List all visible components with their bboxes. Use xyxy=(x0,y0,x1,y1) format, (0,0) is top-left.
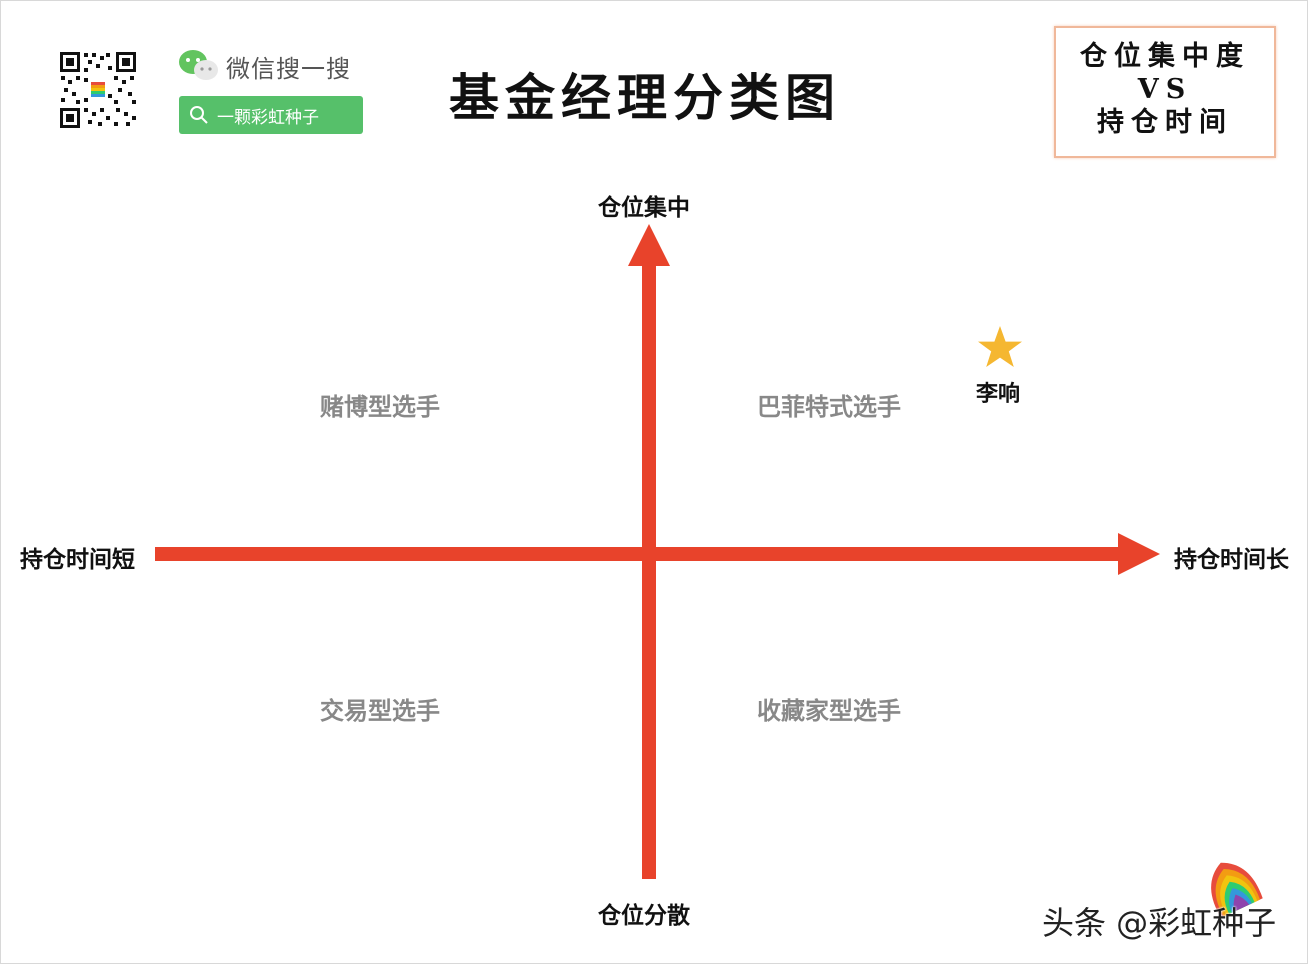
quadrant-bottom-left: 交易型选手 xyxy=(320,696,440,725)
quadrant-top-left: 赌博型选手 xyxy=(320,392,440,421)
wechat-search-brand: 微信搜一搜 xyxy=(178,48,351,84)
axis-label-top: 仓位集中 xyxy=(598,194,690,221)
watermark-text: 头条 @彩虹种子 xyxy=(1042,904,1277,942)
axis-label-left: 持仓时间短 xyxy=(20,546,135,573)
legend-line-3: 持仓时间 xyxy=(1097,107,1233,138)
page-title: 基金经理分类图 xyxy=(449,68,841,127)
wechat-search-text: 微信搜一搜 xyxy=(226,54,351,83)
quadrant-top-right: 巴菲特式选手 xyxy=(757,392,901,421)
search-query-text: 一颗彩虹种子 xyxy=(217,107,319,128)
rainbow-seed-logo-icon xyxy=(1211,862,1263,918)
vertical-axis-line xyxy=(642,262,656,879)
legend-line-1: 仓位集中度 xyxy=(1080,41,1250,72)
vertical-axis-arrowhead xyxy=(628,224,670,266)
quadrant-bottom-right: 收藏家型选手 xyxy=(757,696,901,725)
axis-label-bottom: 仓位分散 xyxy=(598,902,690,929)
wechat-search-bar[interactable]: 一颗彩虹种子 xyxy=(179,96,363,134)
search-icon xyxy=(190,106,208,124)
axis-label-right: 持仓时间长 xyxy=(1174,546,1289,573)
horizontal-axis-arrowhead xyxy=(1118,533,1160,575)
wechat-icon xyxy=(179,50,218,80)
star-icon xyxy=(978,326,1022,367)
marker-label: 李响 xyxy=(976,381,1021,407)
legend-line-2: VS xyxy=(1137,74,1193,105)
legend-box: 仓位集中度 VS 持仓时间 xyxy=(1054,26,1276,158)
horizontal-axis-line xyxy=(155,547,1123,561)
qr-code-icon xyxy=(58,50,138,130)
